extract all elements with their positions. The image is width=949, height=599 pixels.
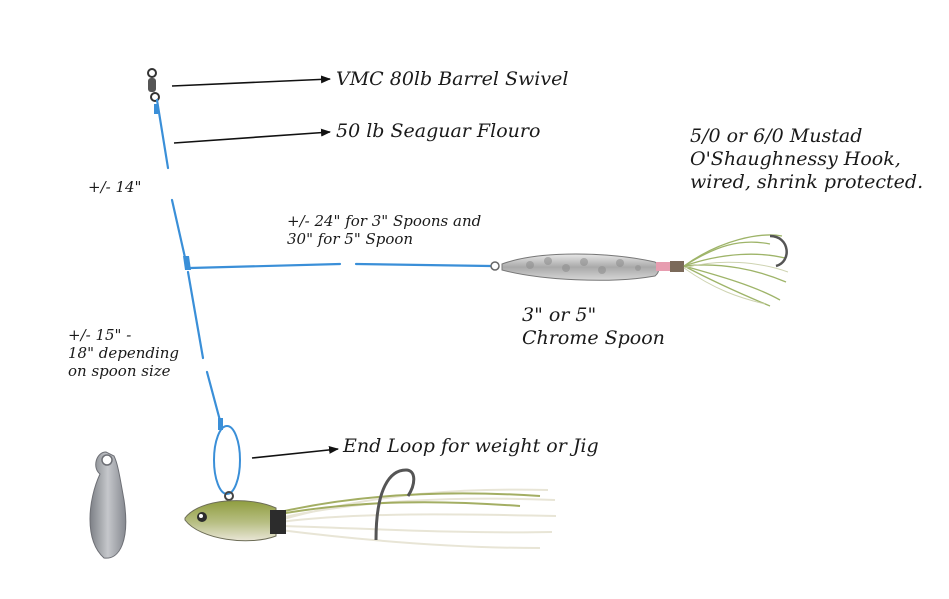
end-loop: [213, 425, 241, 495]
end-loop-label: End Loop for weight or Jig: [343, 435, 599, 457]
fluoro-arrow: [173, 128, 331, 144]
end-loop-arrow: [251, 445, 339, 459]
knot-marks: [154, 104, 223, 430]
fluoro-label: 50 lb Seaguar Flouro: [336, 120, 541, 142]
lower-length-line-1: +/- 15" -: [68, 326, 132, 344]
spoon-length-line-1: +/- 24" for 3" Spoons and: [287, 212, 482, 230]
main-leader-line: [155, 98, 224, 430]
spoon-dropper-line: [188, 262, 492, 270]
lower-length-line-3: on spoon size: [68, 362, 171, 380]
spoon-label-line-2: Chrome Spoon: [522, 326, 665, 349]
sinker-weight-icon: [89, 451, 127, 559]
swivel-arrow: [171, 75, 331, 87]
lower-length-line-2: 18" depending: [68, 344, 180, 362]
spoon-length-label: +/- 24" for 3" Spoons and 30" for 5" Spo…: [287, 212, 481, 248]
barrel-swivel-icon: [147, 68, 160, 102]
swivel-label: VMC 80lb Barrel Swivel: [336, 68, 569, 90]
hook-label-line-1: 5/0 or 6/0 Mustad: [690, 125, 863, 147]
spoon-length-line-2: 30" for 5" Spoon: [287, 230, 414, 248]
spoon-label: 3" or 5" Chrome Spoon: [522, 304, 665, 350]
pointer-arrows: [171, 75, 339, 459]
lower-length-label: +/- 15" - 18" depending on spoon size: [68, 326, 179, 380]
upper-length-label: +/- 14": [88, 178, 142, 196]
chrome-spoon-icon: [490, 234, 789, 307]
hook-label-line-2: O'Shaughnessy Hook,: [690, 147, 901, 170]
spoon-label-line-1: 3" or 5": [522, 304, 597, 326]
hook-label-line-3: wired, shrink protected.: [690, 170, 924, 193]
bucktail-jig-icon: [184, 468, 557, 549]
hook-label: 5/0 or 6/0 Mustad O'Shaughnessy Hook, wi…: [690, 125, 923, 193]
